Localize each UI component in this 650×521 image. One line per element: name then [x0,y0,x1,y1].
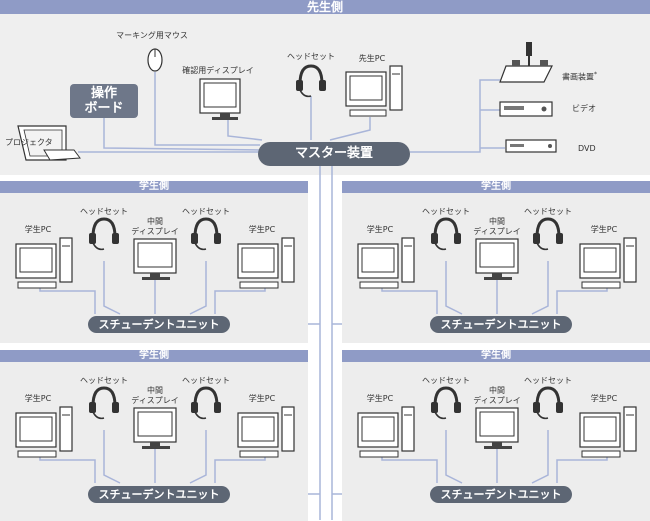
student-unit[interactable]: スチューデントユニット [88,486,230,503]
document-camera-label: 書画装置* [562,70,597,83]
headset-left-label: ヘッドセット [80,207,128,216]
video-label: ビデオ [572,104,596,113]
confirm-display-label: 確認用ディスプレイ [182,66,254,75]
teacher-header: 先生側 [0,0,650,14]
op-board-line1: 操作 [90,86,117,101]
student-pc-right-icon [237,237,295,289]
student-pc-right-label: 学生PC [248,394,276,403]
headset-right-icon [533,217,563,251]
headset-left-icon [89,386,119,420]
student-pc-left-label: 学生PC [366,225,394,234]
headset-left-label: ヘッドセット [80,376,128,385]
student-pc-left-icon [357,237,415,289]
headset-right-label: ヘッドセット [182,376,230,385]
student-pc-right-icon [579,406,637,458]
student-pc-left-icon [15,237,73,289]
headset-right-label: ヘッドセット [524,376,572,385]
headset-right-icon [191,217,221,251]
middle-display-label: 中間 ディスプレイ [473,386,521,405]
headset-right-label: ヘッドセット [524,207,572,216]
middle-display-label: 中間 ディスプレイ [131,217,179,236]
projector-label: プロジェクタ [5,138,53,147]
teacher-pc-label: 先生PC [358,54,386,63]
student-pc-right-label: 学生PC [248,225,276,234]
student-panel-title: 学生側 [0,350,308,362]
headset-right-icon [533,386,563,420]
student-pc-left-icon [15,406,73,458]
student-panel-title: 学生側 [0,181,308,193]
document-camera-note: * [594,71,597,78]
student-pc-left-label: 学生PC [366,394,394,403]
mouse-label: マーキング用マウス [116,31,188,40]
student-pc-left-label: 学生PC [24,394,52,403]
student-pc-right-label: 学生PC [590,225,618,234]
student-panel-title: 学生側 [342,350,650,362]
student-unit[interactable]: スチューデントユニット [88,316,230,333]
operation-board-button[interactable]: 操作 ボード [70,84,138,118]
middle-display-icon [475,238,519,280]
student-pc-right-icon [237,406,295,458]
master-unit[interactable]: マスター装置 [258,142,410,166]
middle-display-icon [475,407,519,449]
document-camera-text: 書画装置 [562,72,594,82]
headset-left-icon [89,217,119,251]
student-pc-left-icon [357,406,415,458]
student-panel-title: 学生側 [342,181,650,193]
headset-left-label: ヘッドセット [422,376,470,385]
student-unit[interactable]: スチューデントユニット [430,486,572,503]
student-pc-right-label: 学生PC [590,394,618,403]
middle-display-icon [133,238,177,280]
op-board-line2: ボード [84,101,124,116]
student-pc-right-icon [579,237,637,289]
student-pc-left-label: 学生PC [24,225,52,234]
headset-left-icon [431,217,461,251]
middle-display-label: 中間 ディスプレイ [131,386,179,405]
teacher-headset-label: ヘッドセット [287,52,335,61]
middle-display-icon [133,407,177,449]
middle-display-label: 中間 ディスプレイ [473,217,521,236]
headset-left-icon [431,386,461,420]
dvd-label: DVD [578,144,596,153]
headset-right-icon [191,386,221,420]
student-unit[interactable]: スチューデントユニット [430,316,572,333]
headset-left-label: ヘッドセット [422,207,470,216]
headset-right-label: ヘッドセット [182,207,230,216]
